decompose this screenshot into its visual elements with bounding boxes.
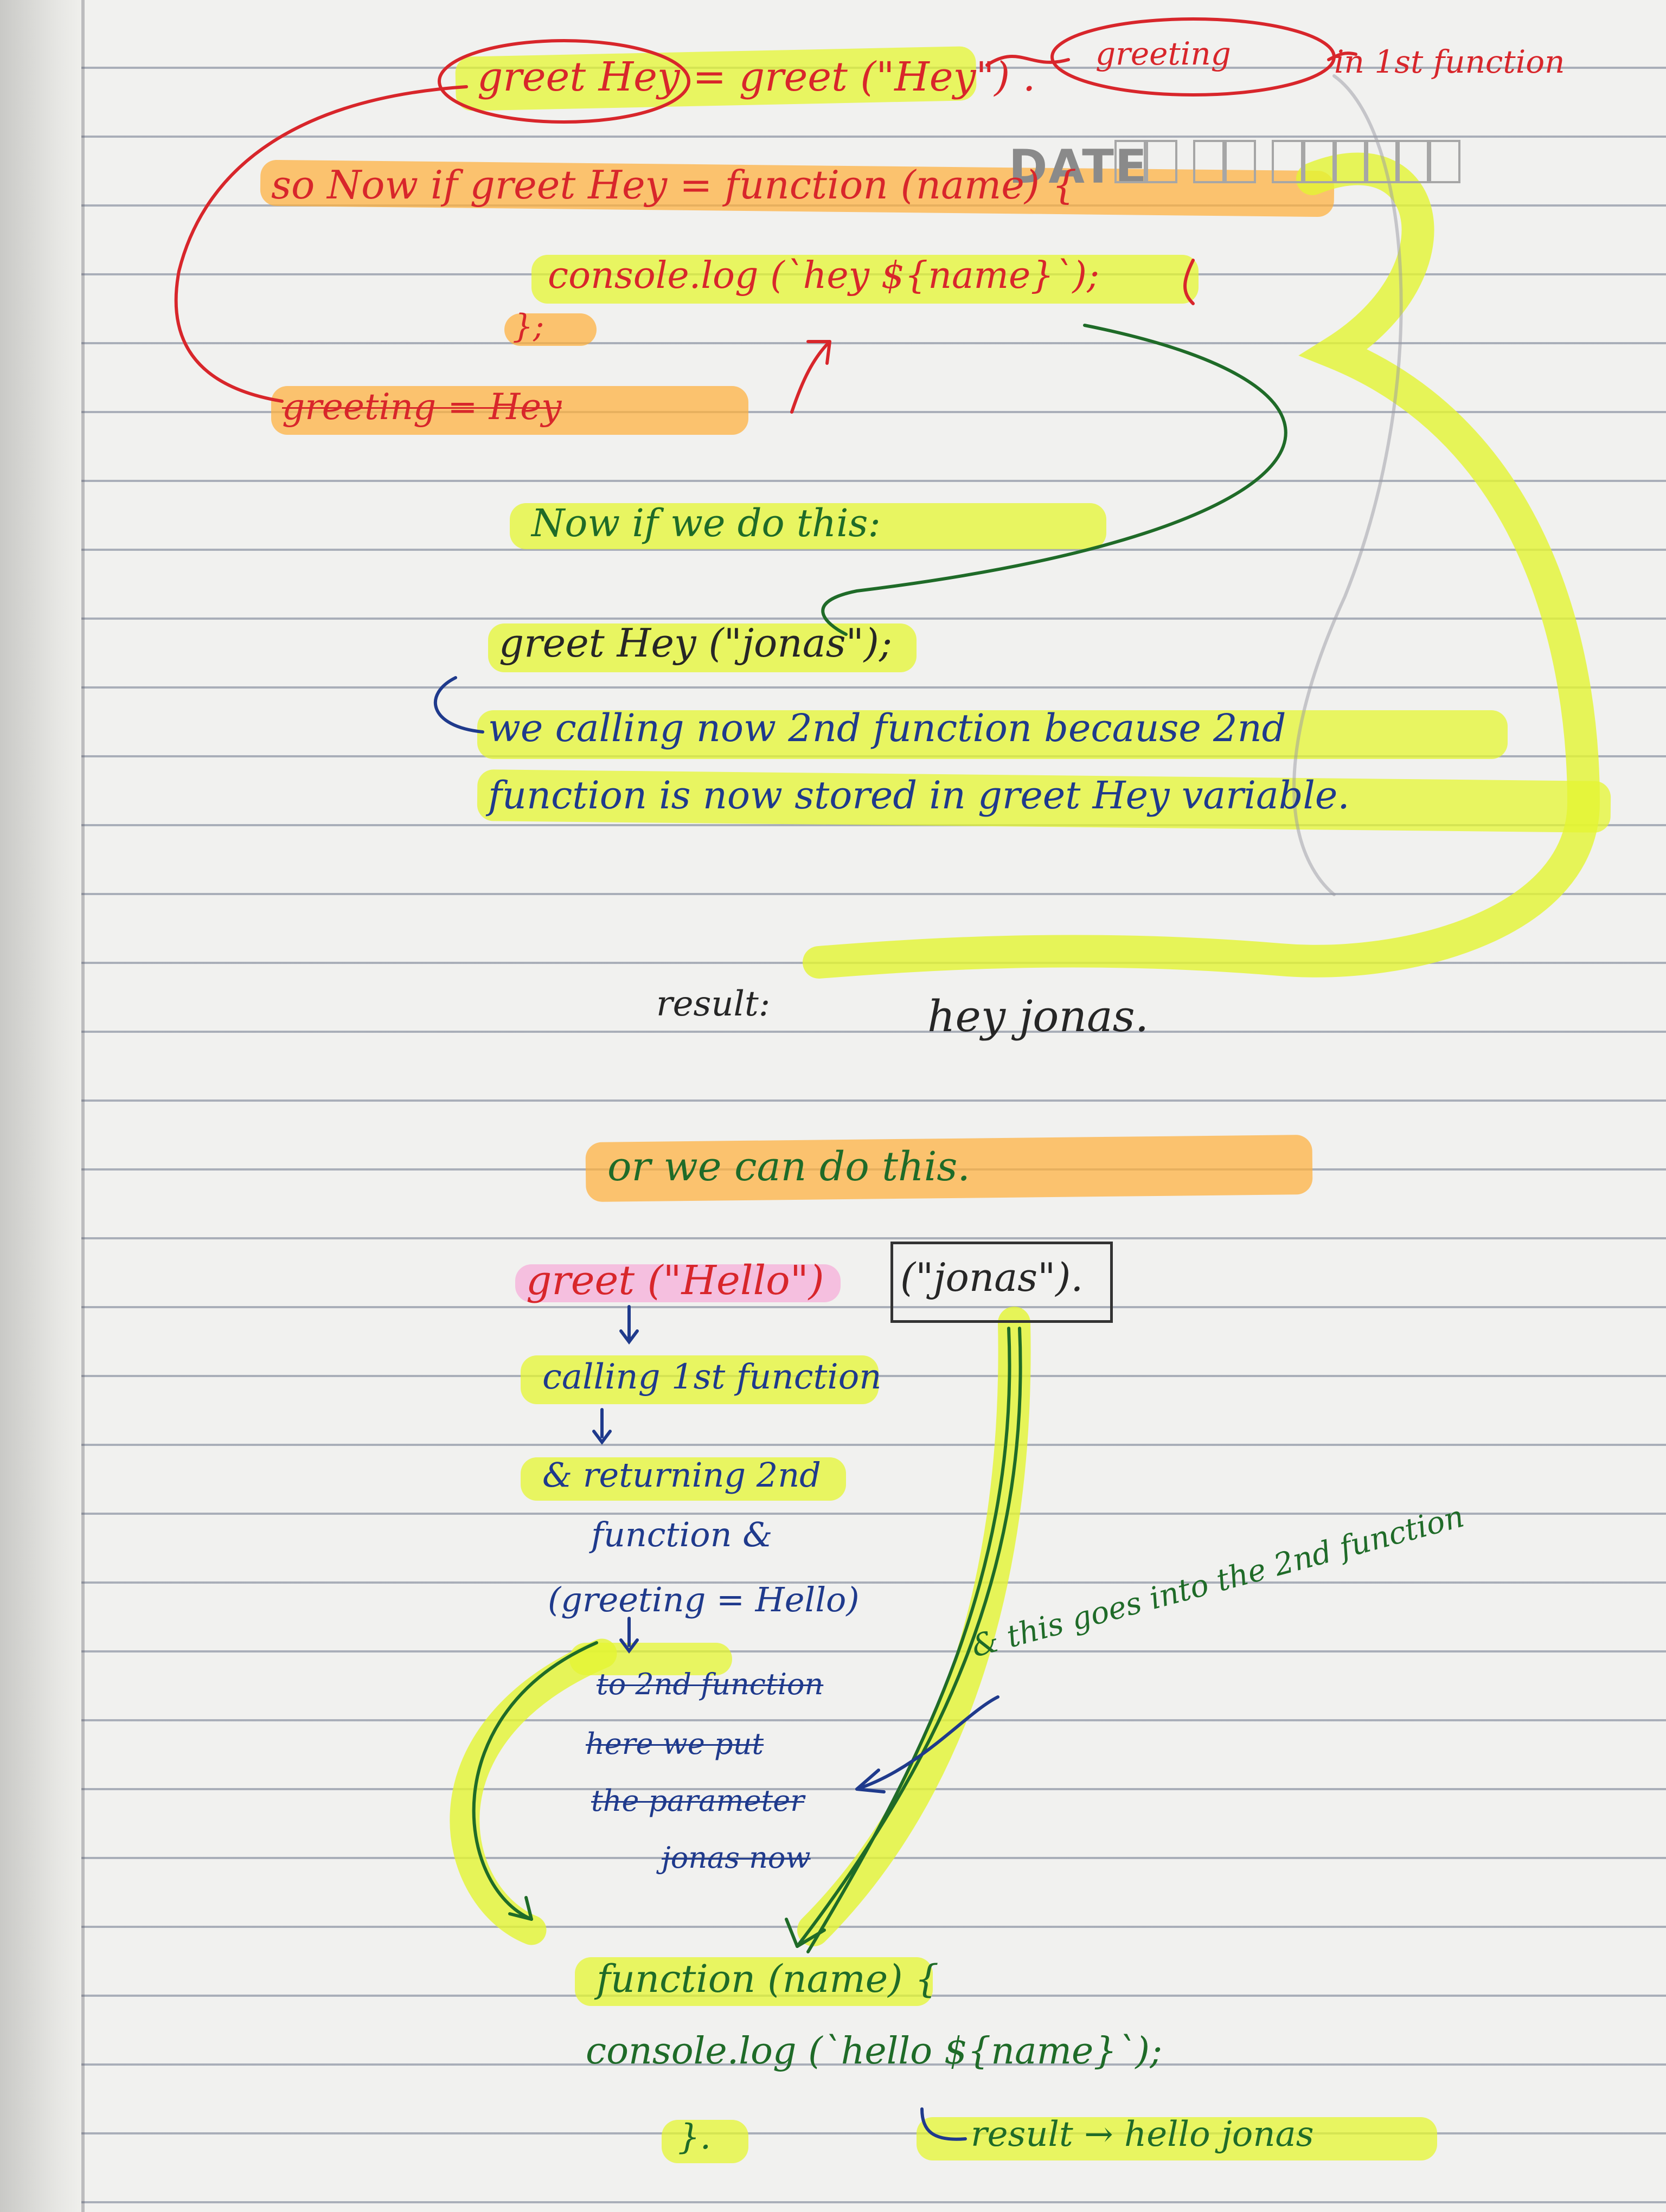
page-binding-edge [0, 0, 81, 2212]
date-label: DATE [1009, 140, 1148, 194]
date-cell [1146, 140, 1177, 183]
note-explain-1: we calling now 2nd function because 2nd [488, 706, 1286, 750]
date-cell [1335, 140, 1366, 183]
highlight-close-2 [662, 2120, 748, 2163]
note-function-and: function & [591, 1515, 773, 1554]
highlight-function-name [575, 1957, 933, 2006]
note-result-2: result → hello jonas [971, 2114, 1314, 2155]
note-so-now: so Now if greet Hey = function (name) { [271, 162, 1077, 208]
note-greet-hey: greet Hey = greet ("Hey") . [477, 54, 1036, 100]
note-result-label: result: [656, 984, 771, 1024]
note-jonas-box: ("jonas"). [900, 1255, 1084, 1300]
note-console-hey: console.log (`hey ${name}`); [548, 254, 1099, 297]
date-cell [1225, 140, 1256, 183]
date-cell [1366, 140, 1398, 183]
date-cell [1114, 140, 1146, 183]
date-cell [1272, 140, 1303, 183]
margin-line [81, 0, 85, 2212]
note-now-if: Now if we do this: [531, 501, 881, 545]
note-returning: & returning 2nd [542, 1455, 821, 1495]
date-cell [1429, 140, 1460, 183]
note-greet-hello: greet ("Hello") [526, 1257, 824, 1304]
note-to-2nd-struck: to 2nd function [597, 1667, 824, 1701]
note-jonas-now-struck: jonas now [662, 1841, 811, 1875]
highlight-explain-1 [477, 710, 1508, 759]
date-cell [1398, 140, 1429, 183]
note-calling-first: calling 1st function [542, 1357, 882, 1397]
note-here-we-put-struck: here we put [586, 1727, 764, 1761]
note-function-name: function (name) { [597, 1957, 939, 2001]
date-cell [1303, 140, 1335, 183]
note-result-value: hey jonas. [927, 991, 1149, 1041]
note-greeting-hello: (greeting = Hello) [548, 1580, 860, 1619]
highlight-calling-first [521, 1355, 879, 1404]
note-call-jonas: greet Hey ("jonas"); [499, 620, 893, 666]
boxed-jonas-call [890, 1242, 1113, 1323]
highlight-call-jonas [488, 623, 917, 672]
note-explain-2: function is now stored in greet Hey vari… [488, 773, 1350, 818]
highlight-greeting-hey [271, 386, 748, 435]
note-greeting-circled: greeting [1095, 35, 1231, 72]
note-greeting-hey: greeting = Hey [282, 386, 562, 428]
highlight-console-hey [531, 255, 1199, 304]
note-console-hello: console.log (`hello ${name}`); [586, 2030, 1162, 2073]
note-first-function: in 1st function [1334, 43, 1565, 80]
note-close-brace: }; [512, 307, 544, 345]
highlight-returning [521, 1457, 846, 1501]
date-cell [1193, 140, 1225, 183]
highlight-greet-hello [515, 1264, 841, 1302]
highlight-now-if [510, 503, 1106, 549]
note-or: or we can do this. [607, 1143, 970, 1190]
note-close-2: }. [678, 2117, 712, 2157]
highlight-result-2 [917, 2117, 1437, 2160]
highlight-close-brace [504, 313, 597, 346]
note-parameter-struck: the parameter [591, 1784, 805, 1818]
